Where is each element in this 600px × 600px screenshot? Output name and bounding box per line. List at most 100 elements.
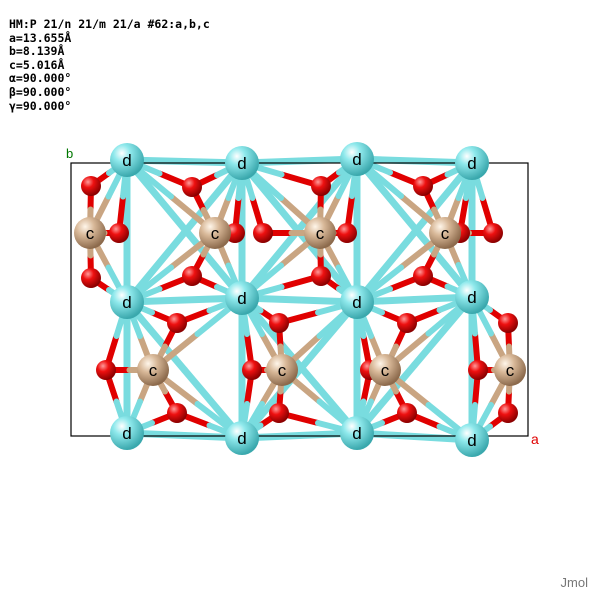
- d-atom[interactable]: d: [225, 421, 259, 455]
- d-atom-sphere: [340, 285, 374, 319]
- oxygen-atom[interactable]: [311, 266, 331, 286]
- d-atom[interactable]: d: [455, 423, 489, 457]
- cell-a-text: a=13.655Å: [9, 30, 72, 45]
- c-atom[interactable]: c: [369, 354, 401, 386]
- oxygen-atom[interactable]: [182, 177, 202, 197]
- oxygen-atom[interactable]: [167, 403, 187, 423]
- oxygen-atom[interactable]: [81, 268, 101, 288]
- cell-beta-text: β=90.000°: [9, 84, 72, 99]
- d-atom-sphere: [110, 416, 144, 450]
- d-atom[interactable]: d: [225, 146, 259, 180]
- cell-b-text: b=8.139Å: [9, 44, 65, 59]
- d-atom-label: d: [467, 431, 476, 450]
- oxygen-atom-sphere: [269, 403, 289, 423]
- oxygen-atom[interactable]: [468, 360, 488, 380]
- c-atom[interactable]: c: [304, 217, 336, 249]
- cell-info: HM:P 21/n 21/m 21/a #62:a,b,c a=13.655Å …: [9, 17, 210, 113]
- c-atom-label: c: [149, 361, 158, 380]
- d-atom-label: d: [237, 154, 246, 173]
- oxygen-atom-sphere: [483, 223, 503, 243]
- c-atom-label: c: [441, 224, 450, 243]
- oxygen-atom[interactable]: [242, 360, 262, 380]
- oxygen-atom[interactable]: [253, 223, 273, 243]
- oxygen-atom-sphere: [269, 313, 289, 333]
- d-atom-sphere: [225, 421, 259, 455]
- d-atom-sphere: [225, 281, 259, 315]
- oxygen-atom[interactable]: [413, 176, 433, 196]
- oxygen-atom[interactable]: [182, 266, 202, 286]
- d-atom-sphere: [455, 423, 489, 457]
- d-atom-label: d: [122, 293, 131, 312]
- oxygen-atom[interactable]: [81, 176, 101, 196]
- c-atom-sphere: [369, 354, 401, 386]
- oxygen-atom-sphere: [96, 360, 116, 380]
- oxygen-atom-sphere: [397, 313, 417, 333]
- c-atom-label: c: [381, 361, 390, 380]
- oxygen-atom[interactable]: [498, 403, 518, 423]
- oxygen-atom[interactable]: [337, 223, 357, 243]
- oxygen-atom-sphere: [182, 177, 202, 197]
- d-atom[interactable]: d: [110, 416, 144, 450]
- oxygen-atom[interactable]: [269, 313, 289, 333]
- c-atom[interactable]: c: [74, 217, 106, 249]
- b-axis-label: b: [66, 146, 73, 161]
- c-atom-label: c: [211, 224, 220, 243]
- oxygen-atom-sphere: [253, 223, 273, 243]
- oxygen-atom[interactable]: [109, 223, 129, 243]
- d-atom[interactable]: d: [455, 146, 489, 180]
- oxygen-atom[interactable]: [498, 313, 518, 333]
- oxygen-atom[interactable]: [96, 360, 116, 380]
- d-atom-label: d: [352, 424, 361, 443]
- oxygen-atom[interactable]: [483, 223, 503, 243]
- oxygen-atom-sphere: [167, 403, 187, 423]
- c-atom[interactable]: c: [429, 217, 461, 249]
- jmol-watermark: Jmol: [560, 575, 588, 590]
- cell-c-text: c=5.016Å: [9, 57, 65, 72]
- c-atom-sphere: [137, 354, 169, 386]
- cell-gamma-text: γ=90.000°: [9, 98, 72, 113]
- c-atom-label: c: [506, 361, 515, 380]
- oxygen-atom-sphere: [413, 266, 433, 286]
- c-atom-sphere: [494, 354, 526, 386]
- a-axis-label: a: [531, 431, 539, 447]
- d-atom-sphere: [225, 146, 259, 180]
- d-atom[interactable]: d: [110, 143, 144, 177]
- oxygen-atom-sphere: [81, 268, 101, 288]
- c-atom[interactable]: c: [494, 354, 526, 386]
- oxygen-atom-sphere: [81, 176, 101, 196]
- d-atom-sphere: [455, 280, 489, 314]
- oxygen-atom-sphere: [397, 403, 417, 423]
- oxygen-atom[interactable]: [167, 313, 187, 333]
- oxygen-atom-sphere: [498, 313, 518, 333]
- d-atom[interactable]: d: [340, 142, 374, 176]
- d-atom-sphere: [455, 146, 489, 180]
- oxygen-atom-sphere: [468, 360, 488, 380]
- c-atom[interactable]: c: [199, 217, 231, 249]
- cell-alpha-text: α=90.000°: [9, 71, 72, 86]
- oxygen-atom[interactable]: [311, 176, 331, 196]
- d-atom[interactable]: d: [225, 281, 259, 315]
- c-atom-sphere: [74, 217, 106, 249]
- c-atom-sphere: [199, 217, 231, 249]
- c-atom[interactable]: c: [266, 354, 298, 386]
- d-atom[interactable]: d: [455, 280, 489, 314]
- oxygen-atom[interactable]: [413, 266, 433, 286]
- d-atom[interactable]: d: [340, 285, 374, 319]
- oxygen-atom-sphere: [311, 176, 331, 196]
- d-atom-sphere: [110, 285, 144, 319]
- oxygen-atom-sphere: [242, 360, 262, 380]
- c-atom-label: c: [316, 224, 325, 243]
- atoms-layer: c c c c c c c c d d d d d d d d d d d d: [74, 142, 526, 457]
- d-atom-label: d: [237, 429, 246, 448]
- d-atom[interactable]: d: [110, 285, 144, 319]
- oxygen-atom[interactable]: [397, 313, 417, 333]
- c-atom-sphere: [304, 217, 336, 249]
- d-atom[interactable]: d: [340, 416, 374, 450]
- oxygen-atom[interactable]: [269, 403, 289, 423]
- oxygen-atom-sphere: [413, 176, 433, 196]
- oxygen-atom[interactable]: [397, 403, 417, 423]
- c-atom[interactable]: c: [137, 354, 169, 386]
- c-atom-label: c: [86, 224, 95, 243]
- oxygen-atom-sphere: [498, 403, 518, 423]
